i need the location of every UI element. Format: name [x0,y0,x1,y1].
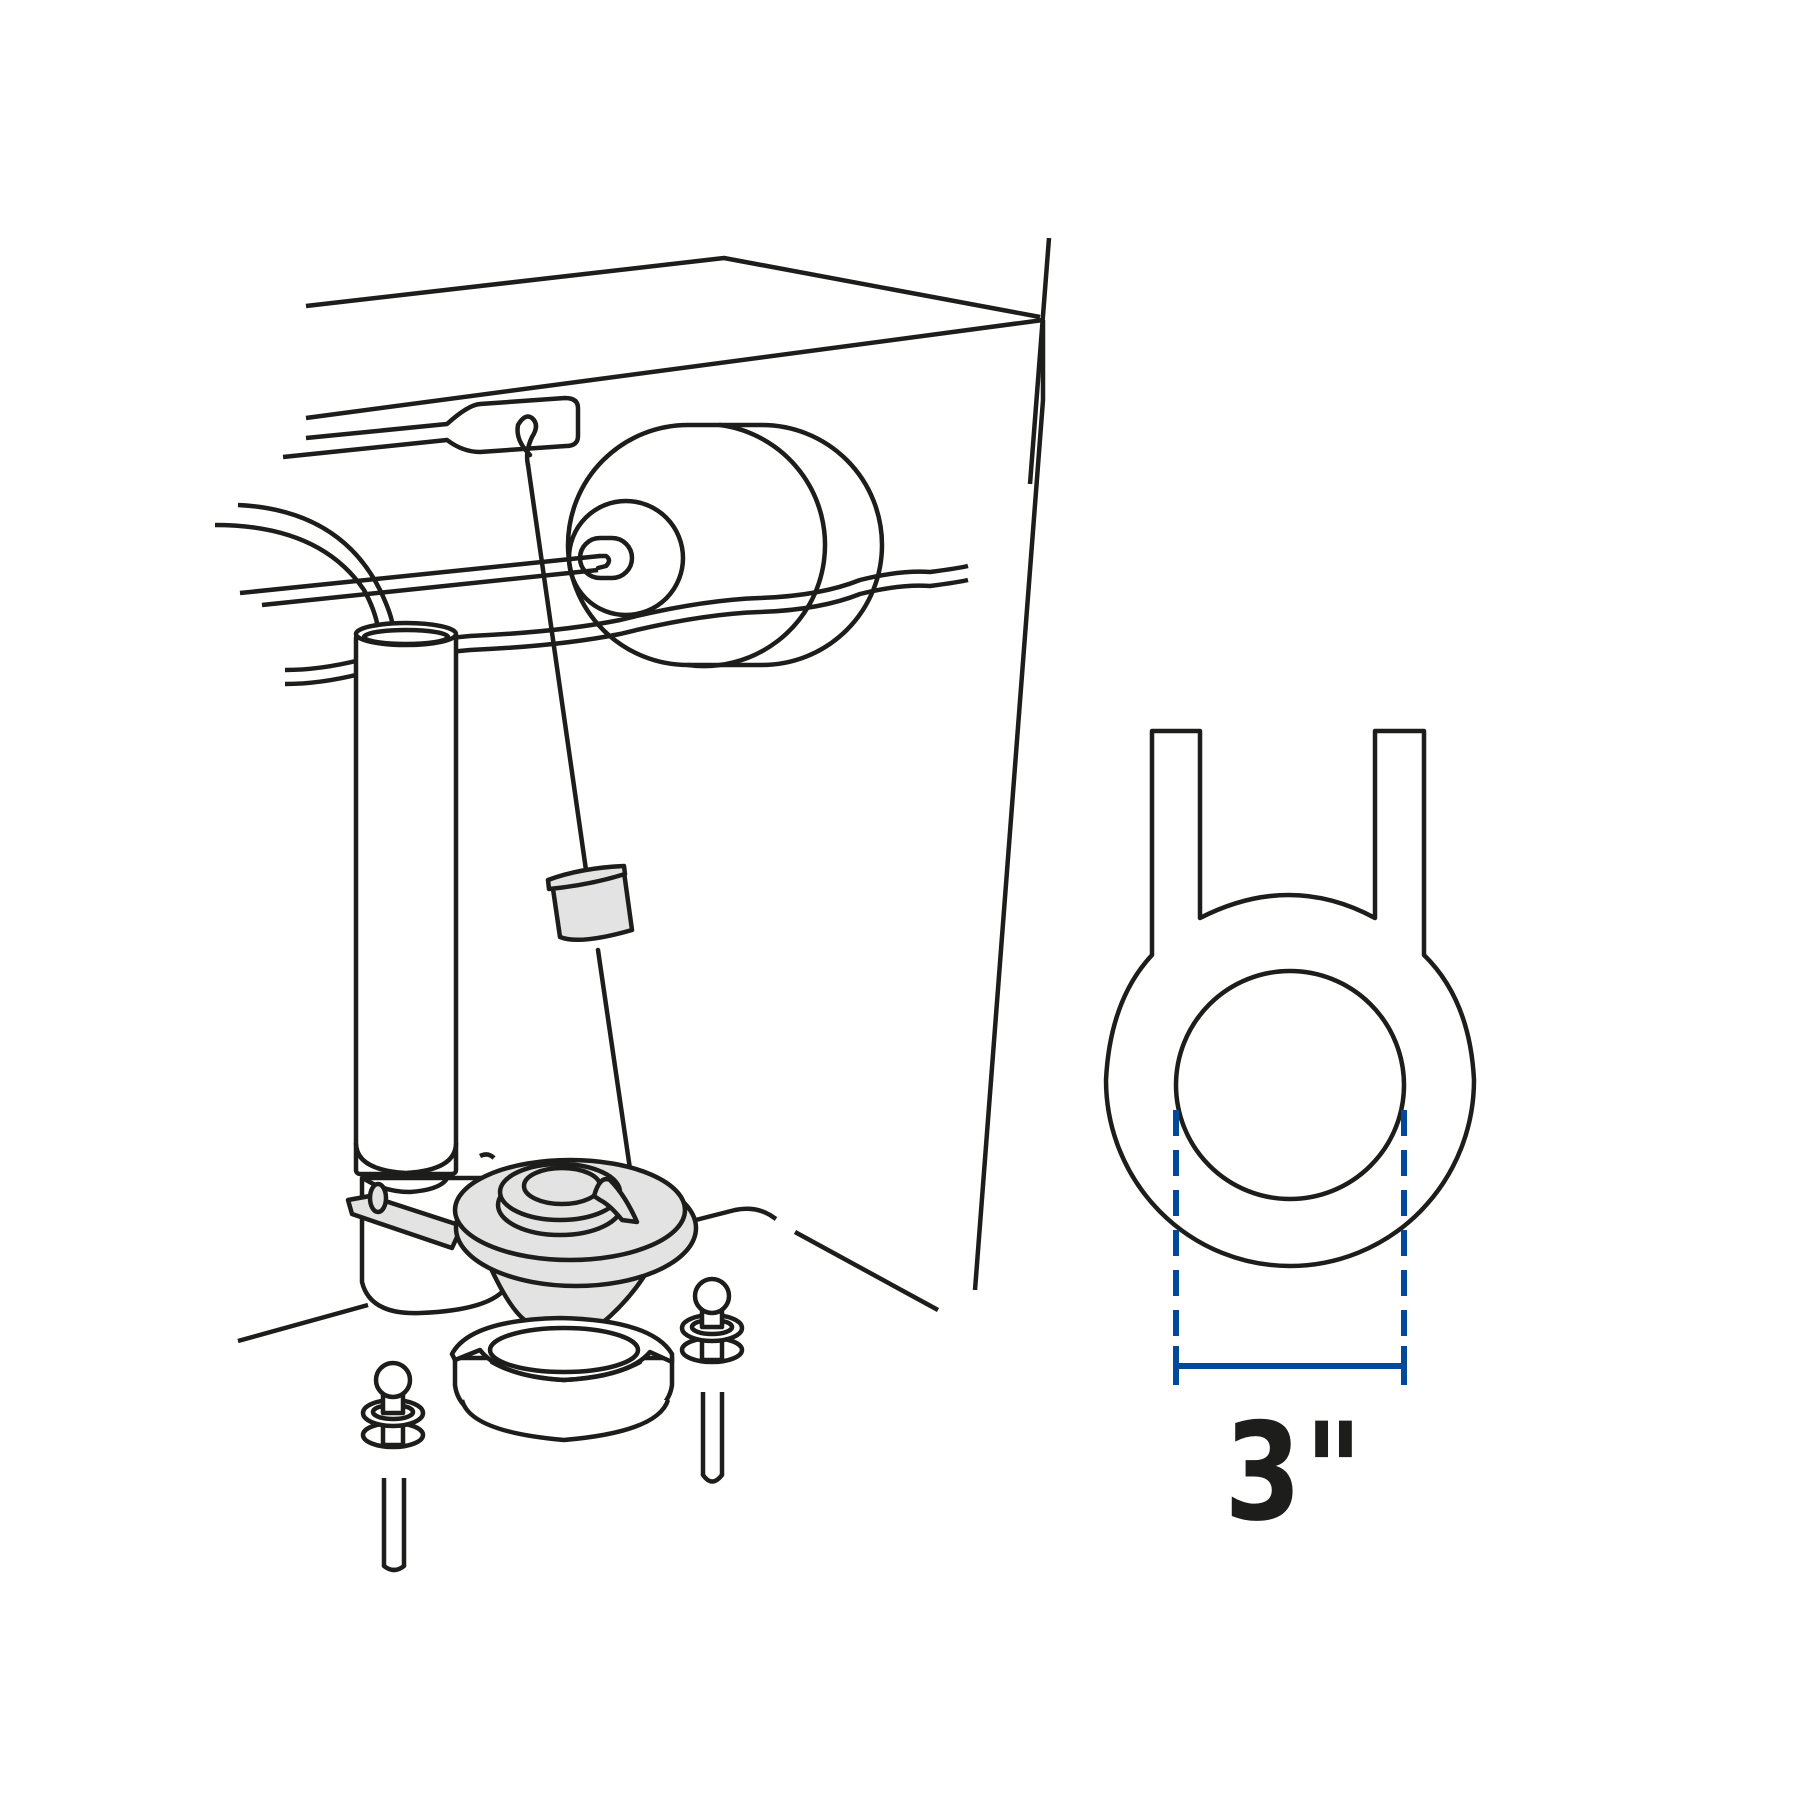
float-arm [239,553,601,608]
tank-bolt-right [679,1276,745,1484]
tank-bolt-left [360,1360,426,1573]
refill-tube [214,502,396,633]
flush-valve-seat [449,1315,675,1443]
dimension-label: 3" [1224,1394,1366,1551]
ball-float [565,422,885,669]
tank-outline [237,237,1052,1344]
flapper-ring-diagram [1103,728,1477,1269]
flapper [452,1157,699,1328]
trip-lever [282,395,581,468]
dimension-marker [1173,1110,1407,1385]
